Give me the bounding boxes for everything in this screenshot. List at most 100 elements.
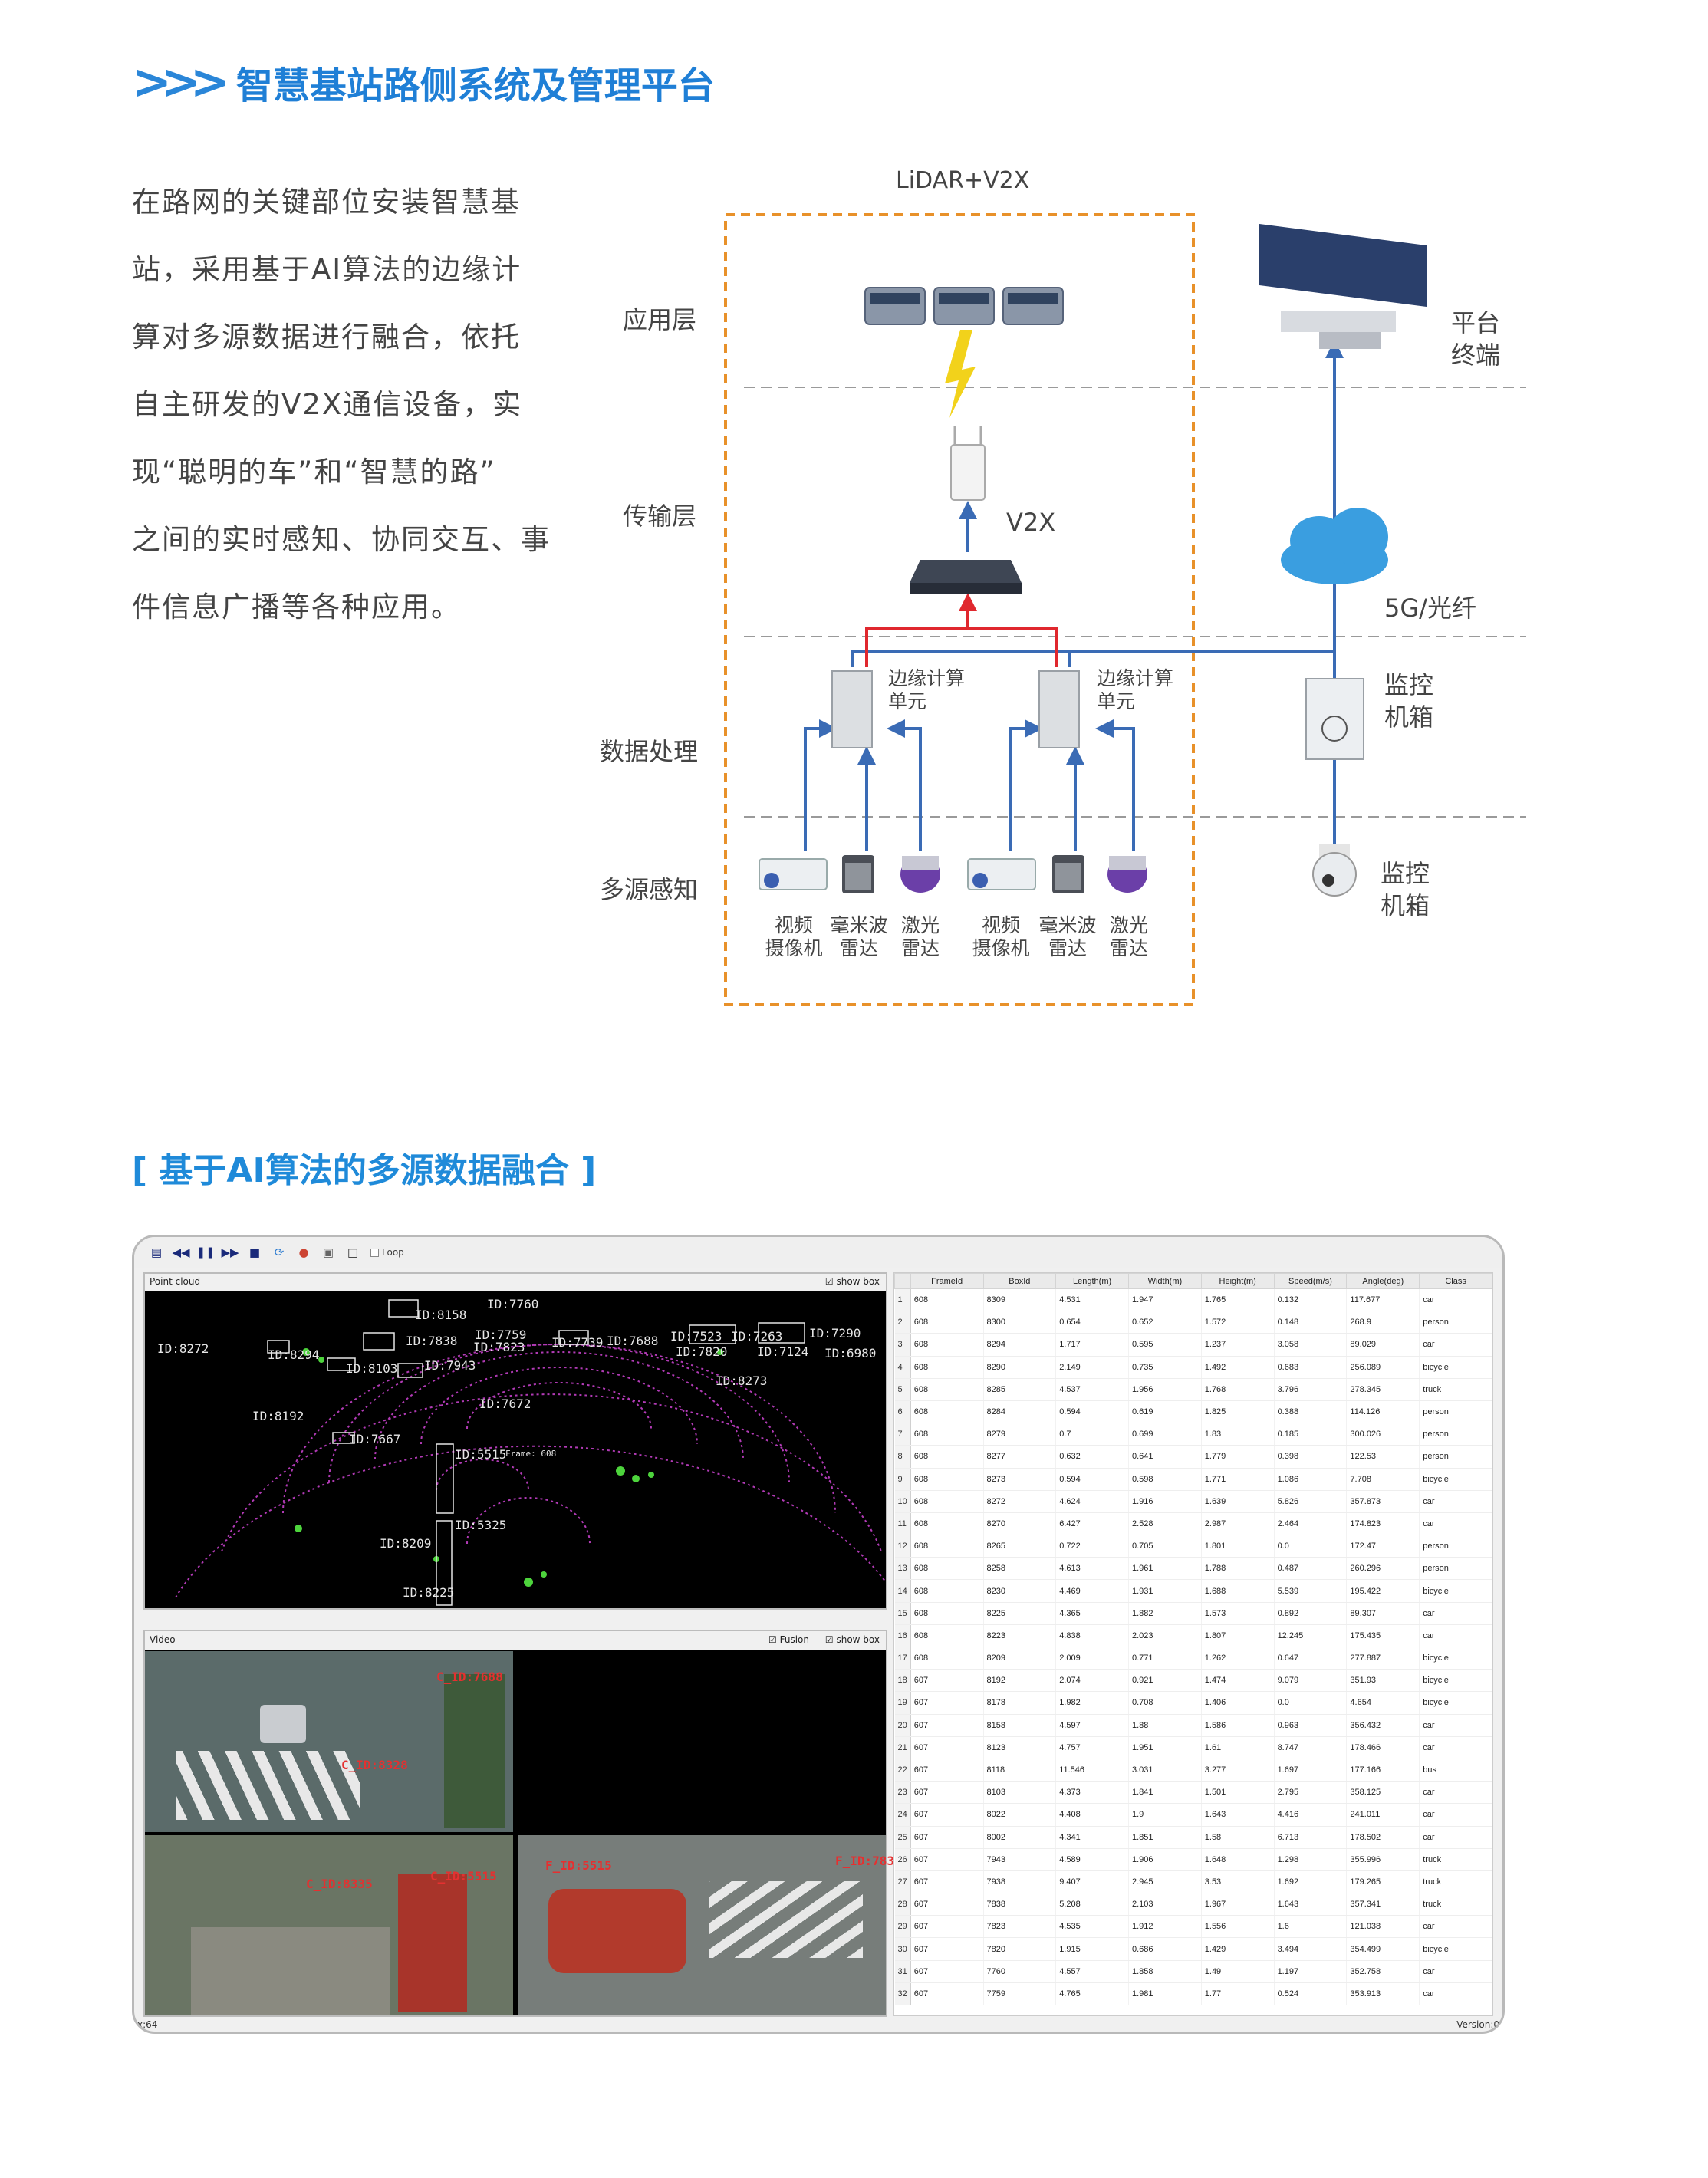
table-cell: 3.53 (1201, 1870, 1275, 1894)
square-icon[interactable]: □ (347, 1245, 359, 1259)
edge-label-line: 边缘计算 (1097, 667, 1174, 689)
table-cell: 1.639 (1201, 1490, 1275, 1513)
stop-icon[interactable]: ■ (248, 1245, 261, 1259)
table-cell: 4.531 (1055, 1288, 1129, 1312)
sensor-label: 激光雷达 (890, 914, 951, 960)
table-cell: 1.788 (1201, 1557, 1275, 1581)
row-number: 11 (894, 1512, 911, 1536)
table-cell: 7938 (983, 1870, 1057, 1894)
point-cloud-object-id: ID:8272 (157, 1341, 209, 1356)
table-cell: car (1419, 1333, 1492, 1357)
layer-label: 多源感知 (600, 875, 699, 904)
arrow-line (851, 650, 1071, 667)
sensor-label-line: 雷达 (900, 937, 940, 959)
table-cell: 1.961 (1128, 1557, 1202, 1581)
table-cell: 8103 (983, 1781, 1057, 1805)
column-header[interactable]: Angle(deg) (1346, 1273, 1420, 1289)
table-cell: 0.632 (1055, 1445, 1129, 1469)
table-cell: 178.466 (1346, 1736, 1420, 1759)
point-cloud-object-id: ID:8158 (415, 1308, 467, 1322)
loop-checkbox[interactable]: Loop (370, 1247, 404, 1258)
table-cell: truck (1419, 1848, 1492, 1871)
table-cell: 4.557 (1055, 1960, 1129, 1983)
table-cell: 5.208 (1055, 1893, 1129, 1916)
table-cell: 1.768 (1201, 1378, 1275, 1401)
save-icon[interactable]: ▤ (150, 1245, 163, 1259)
record-icon[interactable]: ● (298, 1245, 309, 1259)
pause-icon[interactable]: ❚❚ (196, 1245, 216, 1259)
forward-icon[interactable]: ▶▶ (221, 1245, 239, 1259)
column-header[interactable]: BoxId (982, 1273, 1057, 1289)
table-cell: 3.277 (1201, 1759, 1275, 1782)
table-cell: 607 (910, 1982, 984, 2006)
dome-camera-icon (1312, 844, 1357, 897)
column-header[interactable]: FrameId (910, 1273, 984, 1289)
camera-view-1[interactable] (145, 1651, 513, 1832)
disk-icon[interactable]: ▣ (322, 1245, 334, 1259)
table-cell: 1.916 (1128, 1490, 1202, 1513)
point-cloud-view[interactable] (145, 1291, 886, 1608)
table-cell: 608 (910, 1311, 984, 1334)
camera-view-2[interactable] (518, 1651, 886, 1832)
column-header[interactable]: Height(m) (1200, 1273, 1275, 1289)
table-cell: 1.851 (1128, 1826, 1202, 1849)
rewind-icon[interactable]: ◀◀ (172, 1245, 190, 1259)
show-box-checkbox[interactable]: ☑ show box (824, 1276, 880, 1287)
refresh-icon[interactable]: ⟳ (274, 1245, 285, 1259)
fusion-checkbox[interactable]: ☑ Fusion (768, 1634, 809, 1645)
box-title: LiDAR+V2X (896, 167, 1030, 194)
table-cell: 8279 (983, 1423, 1057, 1446)
table-cell: bicycle (1419, 1468, 1492, 1491)
video-show-box-checkbox[interactable]: ☑ show box (824, 1634, 880, 1645)
table-cell: 0.524 (1274, 1982, 1348, 2006)
table-cell: 1.572 (1201, 1311, 1275, 1334)
column-header[interactable]: Width(m) (1127, 1273, 1202, 1289)
table-cell: 89.029 (1346, 1333, 1420, 1357)
column-header[interactable]: Speed(m/s) (1273, 1273, 1348, 1289)
table-cell: 608 (910, 1512, 984, 1536)
column-header[interactable]: Class (1419, 1273, 1492, 1289)
table-cell: 0.148 (1274, 1311, 1348, 1334)
column-header[interactable]: Length(m) (1055, 1273, 1129, 1289)
table-cell: 1.643 (1201, 1803, 1275, 1827)
table-cell: 6.427 (1055, 1512, 1129, 1536)
camera-view-4[interactable] (518, 1835, 886, 2015)
video-header: Video ☑ Fusion ☑ show box (145, 1631, 886, 1650)
intro-line: 之间的实时感知、协同交互、事 (132, 523, 551, 556)
table-cell: 607 (910, 1714, 984, 1737)
camera-view-3[interactable] (145, 1835, 513, 2015)
monitor-cam-label: 监控 机箱 (1381, 857, 1430, 922)
